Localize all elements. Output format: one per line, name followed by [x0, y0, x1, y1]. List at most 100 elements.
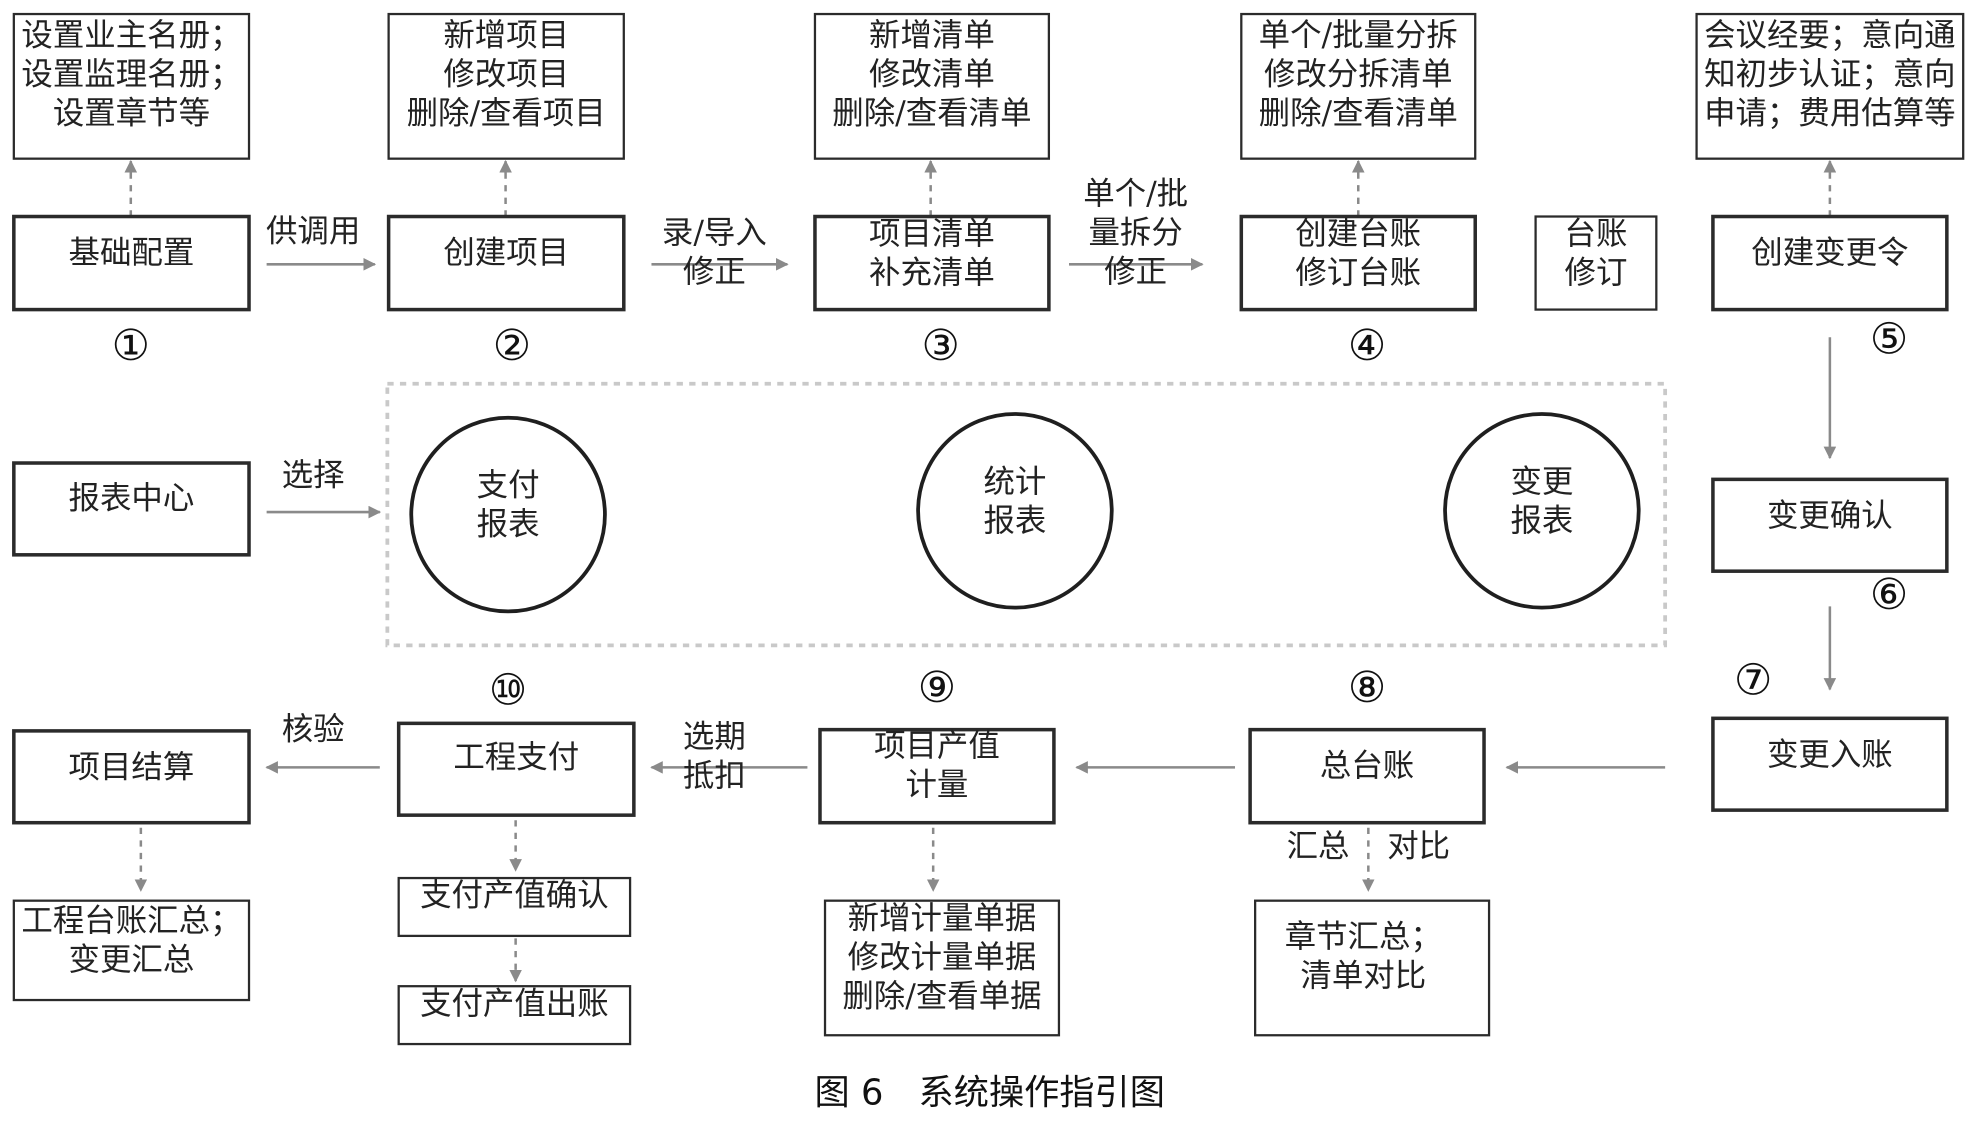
- edge-label-choose-line-1: 选择: [282, 458, 345, 494]
- detail-box-9: [823, 899, 1061, 1037]
- step-number-9: ⑨: [918, 663, 956, 713]
- node-engineering-payment-label: 工程支付: [453, 739, 579, 775]
- node-ledger-revise-label-line-2: 修订: [1565, 255, 1628, 291]
- detail-text-3-line-2: 修改清单: [869, 56, 995, 92]
- detail-text-3-line-1: 新增清单: [869, 17, 995, 53]
- detail-text-payment-confirm: 支付产值确认: [420, 878, 609, 914]
- node-general-ledger-label: 总台账: [1320, 748, 1414, 784]
- edge-label-import-fix: 录/导入修正: [662, 215, 767, 290]
- node-output-measurement-label-line-2: 计量: [906, 767, 969, 803]
- node-create-change-order-label: 创建变更令: [1751, 235, 1908, 271]
- step-number-2: ②: [493, 321, 531, 371]
- detail-text-1-line-3: 设置章节等: [53, 95, 210, 131]
- node-project-settlement[interactable]: [12, 729, 251, 825]
- node-create-change-order-label-line-1: 创建变更令: [1751, 235, 1908, 271]
- detail-text-3-line-3: 删除/查看清单: [832, 95, 1031, 131]
- detail-box-5: [1695, 12, 1965, 160]
- step-number-3: ③: [922, 321, 960, 371]
- step-number-5: ⑤: [1870, 315, 1908, 365]
- node-basic-config-label: 基础配置: [69, 235, 195, 271]
- node-ledger-revise-label-line-1: 台账: [1565, 216, 1628, 252]
- edge-label-split-fix: 单个/批量拆分修正: [1083, 176, 1188, 290]
- node-project-settlement-label-line-1: 项目结算: [69, 749, 195, 785]
- circle-payment-report-label: 支付报表: [477, 468, 540, 543]
- edge-label-split-fix-line-2: 量拆分: [1089, 215, 1183, 251]
- node-output-measurement[interactable]: [818, 727, 1056, 825]
- node-output-measurement-label-line-1: 项目产值: [874, 728, 1000, 764]
- detail-text-3: 新增清单修改清单删除/查看清单: [832, 17, 1031, 131]
- edge-label-call-line-1: 供调用: [266, 214, 360, 250]
- edge-label-choose: 选择: [282, 458, 345, 494]
- node-report-center-label-line-1: 报表中心: [69, 480, 195, 516]
- node-engineering-payment-label-line-1: 工程支付: [453, 739, 579, 775]
- detail-text-1-line-2: 设置监理名册；: [21, 56, 241, 92]
- node-create-ledger-label-line-2: 修订台账: [1295, 255, 1421, 291]
- detail-text-1: 设置业主名册；设置监理名册；设置章节等: [21, 17, 241, 131]
- node-change-entry-label: 变更入账: [1767, 737, 1893, 773]
- node-engineering-payment[interactable]: [396, 721, 636, 817]
- detail-text-payment-confirm-line-1: 支付产值确认: [420, 878, 609, 914]
- detail-box-1: [12, 12, 251, 160]
- edge-label-select-period-line-1: 选期: [683, 719, 746, 755]
- node-ledger-revise-label: 台账修订: [1565, 216, 1628, 291]
- detail-box-3: [813, 12, 1051, 160]
- node-create-ledger[interactable]: [1239, 214, 1477, 312]
- circle-payment-report[interactable]: [409, 415, 607, 614]
- detail-text-9-line-2: 修改计量单据: [848, 939, 1037, 975]
- node-create-change-order[interactable]: [1711, 214, 1949, 312]
- detail-text-5: 会议经要；意向通知初步认证；意向申请；费用估算等: [1704, 17, 1956, 131]
- detail-text-8-line-2: 清单对比: [1300, 958, 1426, 994]
- step-number-10: ⑩: [489, 665, 527, 715]
- circle-payment-report-label-line-1: 支付: [477, 468, 540, 504]
- step-number-6: ⑥: [1870, 570, 1908, 620]
- node-general-ledger[interactable]: [1248, 727, 1486, 825]
- node-project-list-label-line-2: 补充清单: [869, 255, 995, 291]
- detail-text-5-line-1: 会议经要；意向通: [1704, 17, 1956, 53]
- detail-text-1-line-1: 设置业主名册；: [21, 17, 241, 53]
- node-ledger-revise[interactable]: [1534, 215, 1658, 311]
- detail-text-4-line-1: 单个/批量分拆: [1259, 17, 1458, 53]
- node-basic-config[interactable]: [12, 214, 251, 312]
- node-project-list[interactable]: [813, 214, 1051, 312]
- circle-change-report[interactable]: [1443, 412, 1641, 610]
- detail-box-4: [1240, 12, 1477, 160]
- detail-text-9: 新增计量单据修改计量单据删除/查看单据: [842, 900, 1041, 1014]
- edge-label-verify-line-1: 核验: [282, 712, 345, 748]
- node-change-confirm[interactable]: [1711, 477, 1949, 573]
- node-report-center[interactable]: [12, 461, 251, 557]
- node-create-project[interactable]: [386, 214, 626, 312]
- node-change-entry-label-line-1: 变更入账: [1767, 737, 1893, 773]
- detail-box-payment-confirm: [397, 876, 632, 938]
- node-change-entry[interactable]: [1711, 716, 1949, 812]
- circle-statistics-report-label-line-1: 统计: [983, 464, 1046, 500]
- detail-text-9-line-1: 新增计量单据: [848, 900, 1037, 936]
- step-number-8: ⑧: [1348, 663, 1386, 713]
- node-create-ledger-label: 创建台账修订台账: [1295, 216, 1421, 291]
- edge-label-compare-line-1: 对比: [1387, 829, 1450, 865]
- circle-change-report-label-line-2: 报表: [1510, 503, 1573, 539]
- detail-text-4: 单个/批量分拆修改分拆清单删除/查看清单: [1259, 17, 1458, 131]
- node-create-ledger-label-line-1: 创建台账: [1295, 216, 1421, 252]
- edge-label-summary-line-1: 汇总: [1287, 829, 1350, 865]
- node-project-list-label: 项目清单补充清单: [869, 216, 995, 291]
- detail-text-5-line-3: 申请；费用估算等: [1704, 95, 1956, 131]
- edge-label-split-fix-line-3: 修正: [1104, 254, 1167, 290]
- detail-text-8-line-1: 章节汇总；: [1285, 919, 1442, 955]
- figure-caption: 图 6 系统操作指引图: [815, 1072, 1165, 1113]
- edge-label-summary: 汇总: [1287, 829, 1350, 865]
- detail-text-settlement-line-2: 变更汇总: [69, 942, 195, 978]
- node-change-confirm-label: 变更确认: [1767, 498, 1893, 534]
- detail-text-payment-post-line-1: 支付产值出账: [420, 986, 609, 1022]
- detail-text-2-line-2: 修改项目: [443, 56, 569, 92]
- detail-text-settlement: 工程台账汇总；变更汇总: [21, 903, 241, 978]
- step-number-4: ④: [1348, 321, 1386, 371]
- circle-change-report-label: 变更报表: [1510, 464, 1573, 539]
- circle-statistics-report[interactable]: [916, 412, 1114, 610]
- detail-text-2-line-3: 删除/查看项目: [407, 95, 606, 131]
- node-report-center-label: 报表中心: [69, 480, 195, 516]
- circle-change-report-label-line-1: 变更: [1510, 464, 1573, 500]
- edge-label-import-fix-line-1: 录/导入: [662, 215, 767, 251]
- circle-statistics-report-label: 统计报表: [983, 464, 1046, 539]
- detail-text-5-line-2: 知初步认证；意向: [1704, 56, 1956, 92]
